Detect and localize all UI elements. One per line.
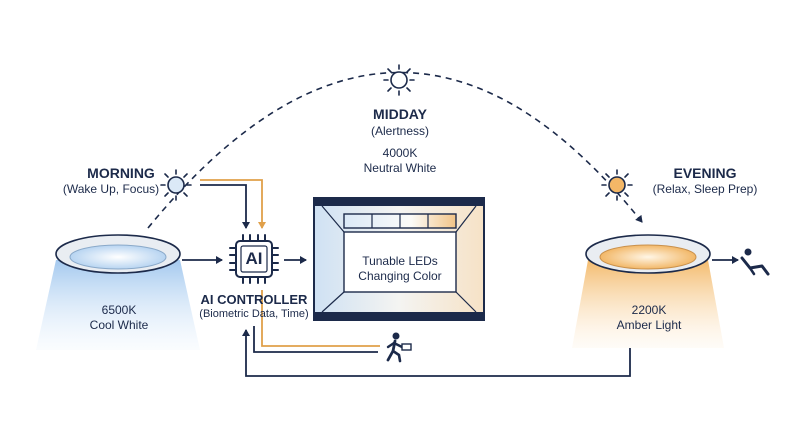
person-walking-laptop-icon (386, 332, 412, 363)
morning-to-controller-amber-arrow (200, 179, 266, 229)
person-reclining-icon (740, 248, 770, 276)
warm-light-beam (572, 260, 724, 348)
midday-temperature-label: Neutral White (363, 161, 437, 175)
morning-temperature-label: Cool White (89, 318, 149, 332)
sun-icon (383, 64, 415, 96)
ai-chip-label: AI (245, 249, 263, 268)
evening-subtitle: (Relax, Sleep Prep) (652, 182, 758, 196)
sun-path-arc (147, 71, 643, 229)
morning-subtitle: (Wake Up, Focus) (62, 182, 160, 196)
morning-temperature: 6500K (101, 303, 137, 317)
controller-title: AI CONTROLLER (200, 292, 308, 307)
morning-to-controller-arrow (200, 184, 250, 229)
controller-subtitle: (Biometric Data, Time) (199, 308, 309, 320)
person-to-controller-amber-line (261, 290, 380, 347)
midday-temperature: 4000K (382, 146, 418, 160)
person-to-controller-line (253, 326, 378, 353)
cool-light-beam (36, 260, 200, 350)
room-caption-line2: Changing Color (358, 269, 442, 283)
evening-title: EVENING (673, 165, 737, 181)
room-caption: Tunable LEDs Changing Color (344, 254, 456, 284)
evening-temperature: 2200K (631, 303, 667, 317)
room-illustration (313, 197, 485, 321)
ai-chip-icon (229, 234, 279, 284)
midday-title: MIDDAY (373, 106, 427, 122)
evening-temperature-label: Amber Light (616, 318, 682, 332)
room-caption-line1: Tunable LEDs (362, 254, 438, 268)
evening-feedback-loop (242, 329, 631, 377)
sun-icon (160, 169, 192, 201)
sun-icon (601, 169, 633, 201)
midday-subtitle: (Alertness) (370, 124, 429, 138)
morning-title: MORNING (87, 165, 155, 181)
